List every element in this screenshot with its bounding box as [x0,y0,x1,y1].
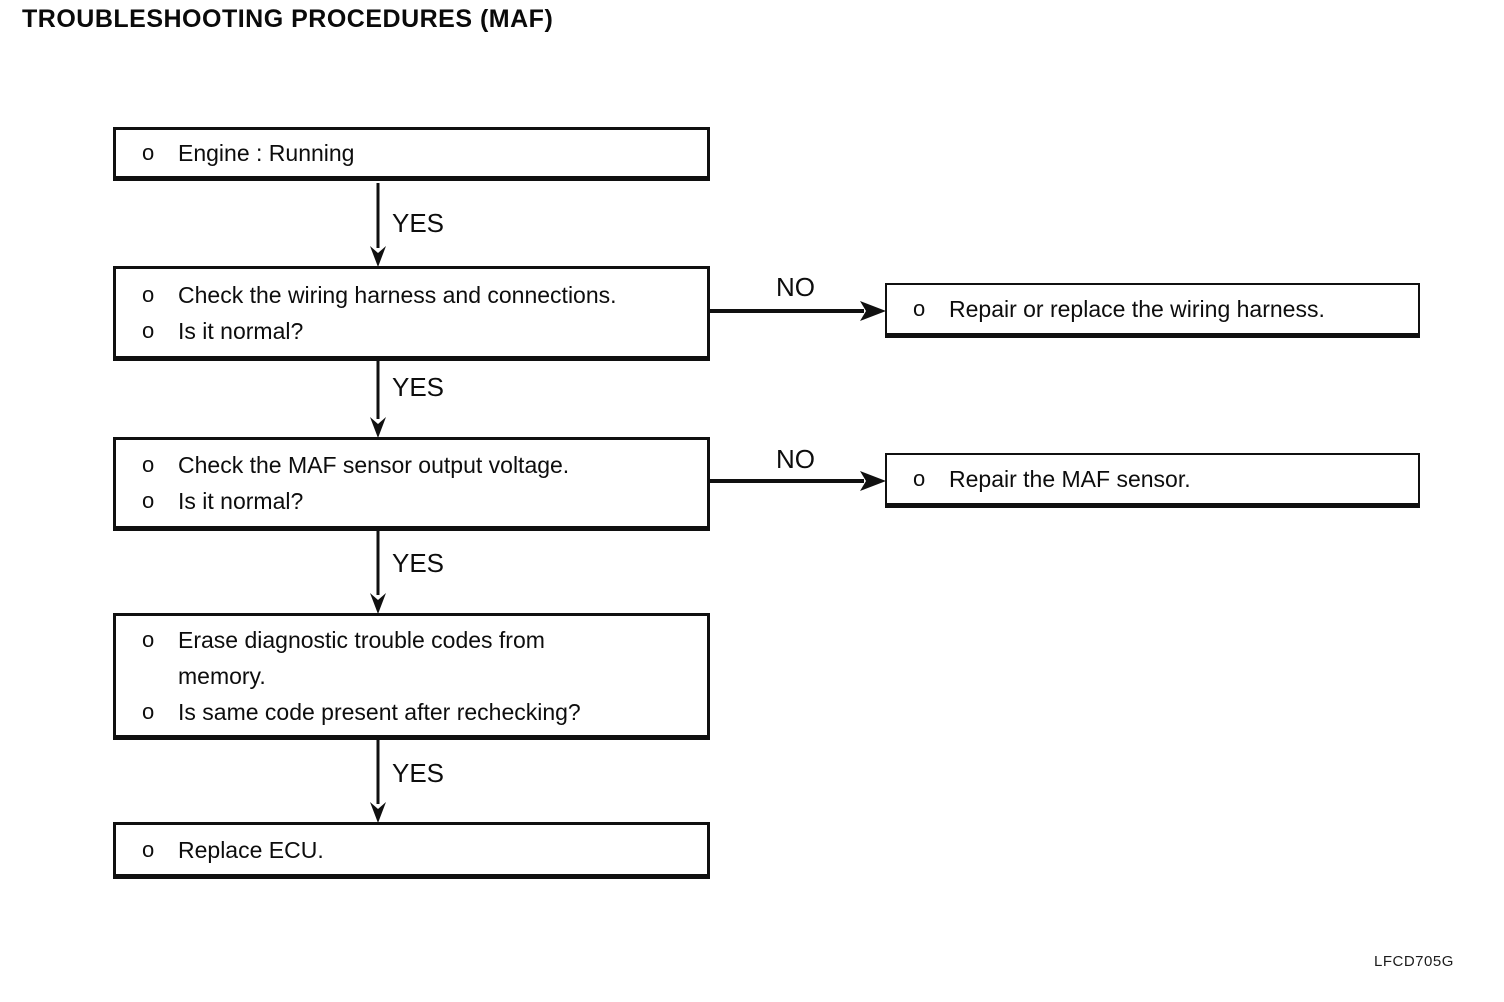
step-item: o Repair or replace the wiring harness. [913,291,1408,327]
step-box-engine-running: o Engine : Running [113,127,710,181]
bullet-marker: o [142,452,155,477]
bullet-marker: o [142,317,155,343]
bullet-marker: o [913,296,926,321]
down-arrow-3 [370,531,386,614]
right-arrow-1 [710,301,886,321]
step-text: Erase diagnostic trouble codes from memo… [178,626,545,689]
step-text: Engine : Running [178,140,355,166]
step-item: o Erase diagnostic trouble codes from me… [142,622,697,694]
step-item: o Is same code present after rechecking? [142,694,697,730]
step-item: o Check the MAF sensor output voltage. [142,447,697,483]
figure-code: LFCD705G [1374,953,1454,970]
step-text: Is same code present after rechecking? [178,698,581,725]
step-item: o Repair the MAF sensor. [913,461,1408,497]
branch-box-repair-maf-sensor: o Repair the MAF sensor. [885,453,1420,508]
down-arrow-4 [370,740,386,823]
bullet-marker: o [913,466,926,491]
branch-box-repair-wiring-harness: o Repair or replace the wiring harness. [885,283,1420,338]
step-item: o Is it normal? [142,313,697,349]
no-label-2: NO [776,444,815,474]
down-arrow-1 [370,183,386,267]
yes-label-2: YES [392,372,445,402]
page-title: TROUBLESHOOTING PROCEDURES (MAF) [22,5,554,33]
yes-label-4: YES [392,758,445,788]
bullet-marker: o [142,626,155,652]
step-text: Repair the MAF sensor. [949,466,1191,492]
yes-label-1: YES [392,208,445,238]
step-text: Is it normal? [178,317,304,344]
step-text: Replace ECU. [178,836,324,863]
step-box-replace-ecu: o Replace ECU. [113,822,710,879]
step-box-check-wiring-harness: o Check the wiring harness and connectio… [113,266,710,361]
no-label-1: NO [776,272,815,302]
bullet-marker: o [142,140,155,165]
bullet-marker: o [142,488,155,513]
step-item: o Replace ECU. [142,832,697,868]
step-box-erase-diagnostic-codes: o Erase diagnostic trouble codes from me… [113,613,710,740]
step-item: o Check the wiring harness and connectio… [142,277,697,313]
step-item: o Engine : Running [142,135,697,171]
step-text: Repair or replace the wiring harness. [949,296,1325,322]
bullet-marker: o [142,698,155,724]
yes-label-3: YES [392,548,445,578]
bullet-marker: o [142,281,155,307]
step-item: o Is it normal? [142,483,697,519]
bullet-marker: o [142,836,155,862]
step-text: Check the MAF sensor output voltage. [178,452,570,478]
step-box-check-maf-output-voltage: o Check the MAF sensor output voltage. o… [113,437,710,531]
down-arrow-2 [370,361,386,438]
step-text: Is it normal? [178,488,304,514]
step-text: Check the wiring harness and connections… [178,281,617,308]
